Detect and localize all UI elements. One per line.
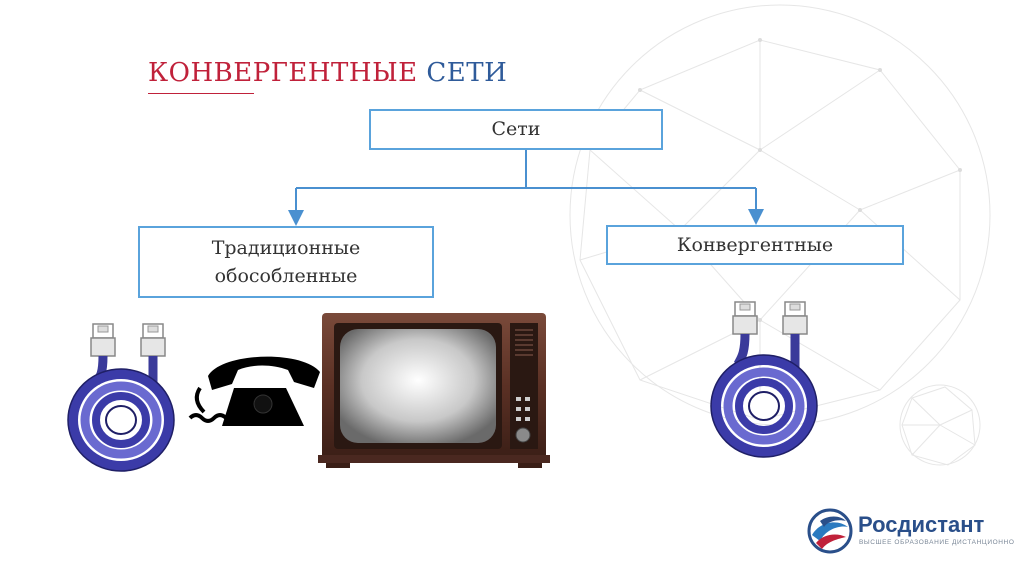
node-convergent-label: Конвергентные [676,233,834,256]
title-part-networks: СЕТИ [426,58,508,88]
logo-name: Росдистант [858,512,985,537]
node-networks: Сети [369,109,663,150]
node-traditional-line1: Традиционные [211,236,361,259]
title-underline [148,93,254,94]
television-icon [318,313,550,468]
node-networks-label: Сети [491,118,541,141]
logo-tagline: ВЫСШЕЕ ОБРАЗОВАНИЕ ДИСТАНЦИОННО [859,539,1015,546]
telephone-icon [188,356,320,426]
node-traditional: Традиционные обособленные [138,226,434,298]
title-part-convergent: КОНВЕРГЕНТНЫЕ [148,58,418,88]
node-traditional-line2: обособленные [214,265,358,287]
rosdistant-logo-icon [807,508,853,554]
network-cable-icon [67,323,175,472]
network-cable-icon [710,301,818,458]
node-convergent: Конвергентные [606,225,904,265]
slide-title: КОНВЕРГЕНТНЫЕ СЕТИ [148,58,507,88]
